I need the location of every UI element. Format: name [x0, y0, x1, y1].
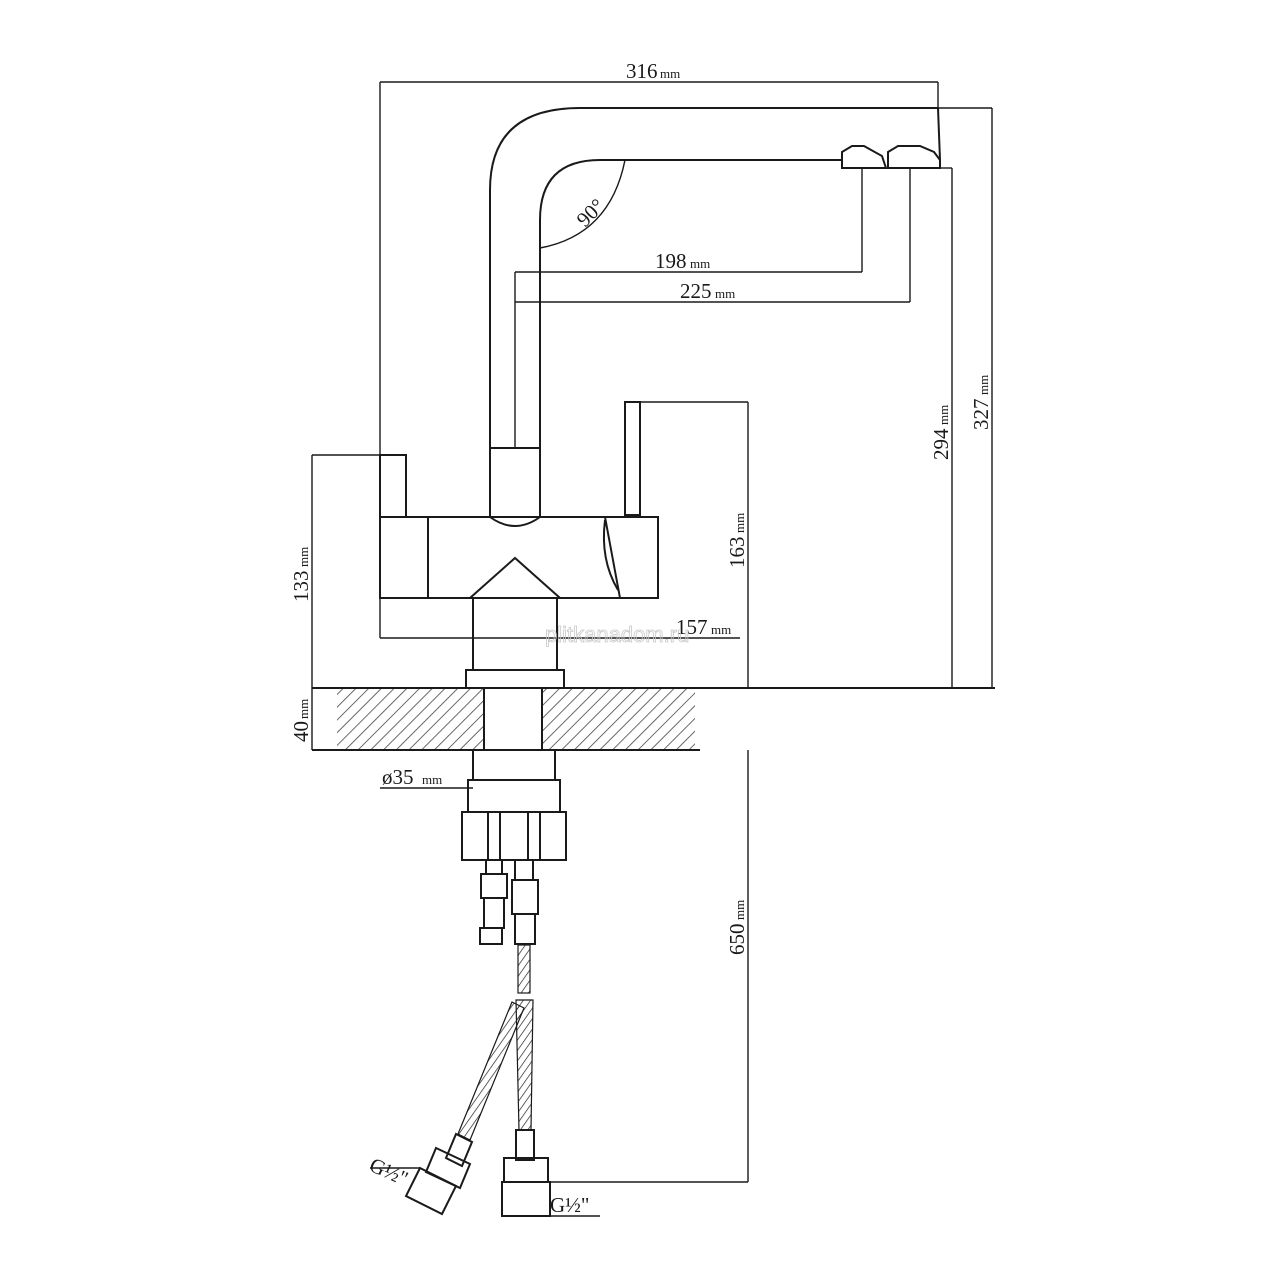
- dim-316-value: 316: [626, 59, 658, 83]
- right-handle: [624, 401, 641, 516]
- dim-163-unit: mm: [732, 513, 747, 533]
- watermark: plitkanadom.ru: [545, 622, 689, 647]
- dimension-lines: [311, 81, 993, 1217]
- dim-316-unit: mm: [660, 66, 680, 81]
- dim-225-value: 225: [680, 279, 712, 303]
- connector-left-label: G½": [366, 1153, 412, 1191]
- dim-650-value: 650: [725, 924, 749, 956]
- dim-163-value: 163: [725, 537, 749, 569]
- dim-327-unit: mm: [976, 375, 991, 395]
- flexible-hoses: [404, 944, 551, 1217]
- dim-294-value: 294: [929, 428, 953, 460]
- dim-133-unit: mm: [296, 547, 311, 567]
- countertop: [312, 687, 995, 751]
- dim-157-unit: mm: [711, 622, 731, 637]
- dim-327-value: 327: [969, 399, 993, 431]
- dim-35-unit: mm: [422, 772, 442, 787]
- dim-294-unit: mm: [936, 405, 951, 425]
- dim-225-unit: mm: [715, 286, 735, 301]
- dim-40-unit: mm: [296, 699, 311, 719]
- connector-right-label: G½": [550, 1193, 590, 1217]
- dim-133-value: 133: [289, 571, 313, 603]
- faucet-body: [379, 107, 941, 945]
- dimension-labels: 316 mm 198 mm 225 mm 90° 294 mm 327 mm 1…: [289, 59, 993, 1217]
- dim-198-value: 198: [655, 249, 687, 273]
- left-handle: [379, 454, 407, 518]
- dim-650-unit: mm: [732, 900, 747, 920]
- dim-35-value: ø35: [382, 765, 414, 789]
- dim-angle: 90°: [572, 194, 610, 232]
- dim-157-value: 157: [676, 615, 708, 639]
- dim-40-value: 40: [289, 721, 313, 742]
- dim-198-unit: mm: [690, 256, 710, 271]
